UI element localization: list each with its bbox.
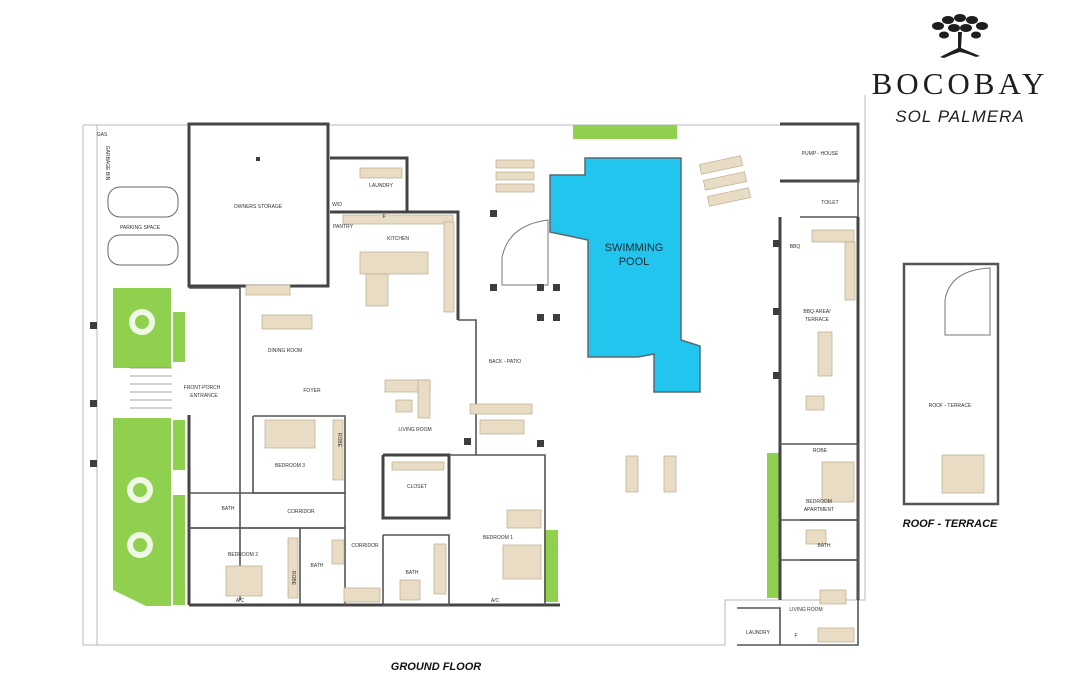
columns	[90, 157, 780, 467]
bedroom-1-label: BEDROOM 1	[483, 535, 513, 541]
bedroom-1-walls	[449, 454, 546, 605]
entrance-label: ENTRANCE	[190, 393, 218, 399]
parking-space-label: PARKING SPACE	[120, 225, 161, 231]
closet-label: CLOSET	[407, 484, 427, 490]
wd-label: W/D	[332, 202, 342, 208]
swimming-pool	[549, 157, 701, 393]
bedroom-3-label: BEDROOM 3	[275, 463, 305, 469]
site-boundary	[82, 95, 866, 646]
entry-steps	[130, 367, 172, 409]
corridor-1-label: CORRIDOR	[287, 509, 315, 515]
pool-label: POOL	[619, 256, 650, 268]
bath-2-label: BATH	[311, 563, 324, 569]
laundry-label: LAUNDRY	[369, 183, 393, 189]
gas-label: GAS	[97, 132, 108, 138]
tree-icon	[129, 309, 155, 335]
pantry-label: PANTRY	[333, 224, 353, 230]
pump-house-label: PUMP - HOUSE	[802, 151, 839, 157]
roof-terrace-room-label: ROOF - TERRACE	[929, 403, 972, 409]
fridge-label: F	[382, 214, 385, 220]
living-room-apt-walls	[780, 559, 859, 646]
back-patio-label: BACK - PATIO	[489, 359, 521, 365]
robe-3-label: ROBE	[336, 433, 342, 448]
tree-icon	[127, 477, 153, 503]
planter-front-2	[173, 420, 185, 470]
laundry-walls	[330, 156, 409, 212]
bbq-area-label: BBQ-AREA/	[803, 309, 831, 315]
planter-bedroom-1	[544, 530, 558, 602]
closet-walls	[381, 453, 451, 520]
planter-front-1	[173, 312, 185, 362]
dining-room-label: DINING ROOM	[268, 348, 302, 354]
living-room-apt-label: LIVING ROOM	[789, 607, 822, 613]
bedroom-2-label: BEDROOM 2	[228, 552, 258, 558]
bbq-label: BBQ	[790, 244, 801, 250]
planter-apartment	[767, 453, 779, 598]
bath-apt-label: BATH	[818, 543, 831, 549]
bath-1-walls	[382, 534, 450, 606]
bath-3-label: BATH	[222, 506, 235, 512]
front-porch-label: FRONT-PORCH	[184, 385, 221, 391]
swimming-label: SWIMMING	[605, 242, 664, 254]
living-room-label: LIVING ROOM	[398, 427, 431, 433]
roof-terrace-outline	[902, 262, 1000, 506]
roof-stair	[944, 267, 991, 336]
ac-1-label: A/C	[491, 598, 500, 604]
car-2	[107, 234, 179, 266]
roof-terrace-caption: ROOF - TERRACE	[903, 518, 998, 530]
planter-top	[573, 125, 677, 139]
laundry-apt-label: LAUNDRY	[746, 630, 770, 636]
back-patio-edge	[458, 319, 477, 455]
bath-1-label: BATH	[406, 570, 419, 576]
planter-front-3	[173, 495, 185, 605]
robe-2-label: ROBE	[290, 571, 296, 586]
terrace-label: TERRACE	[805, 317, 830, 323]
brand-name: BOCOBAY	[871, 66, 1049, 101]
ground-floor-caption: GROUND FLOOR	[391, 661, 481, 673]
bath-corridor-walls	[189, 492, 346, 529]
fridge-apt-label: F	[794, 633, 797, 639]
ac-2-label: A/C	[236, 598, 245, 604]
apartment-label: APARTMENT	[804, 507, 834, 513]
toilet-walls	[800, 180, 859, 218]
tree-icon	[127, 532, 153, 558]
furniture	[225, 155, 856, 643]
main-west-wall	[189, 287, 241, 600]
spiral-stair	[501, 219, 549, 286]
laundry-apartment-walls	[737, 607, 781, 646]
roof-sofa	[941, 454, 985, 494]
bath-2-walls	[300, 527, 346, 605]
brand-subtitle: SOL PALMERA	[895, 107, 1025, 126]
toilet-label: TOILET	[821, 200, 838, 206]
foyer-label: FOYER	[303, 388, 321, 394]
robe-apt-label: ROBE	[813, 448, 828, 454]
kitchen-walls	[330, 210, 460, 320]
corridor-2-label: CORRIDOR	[351, 543, 379, 549]
kitchen-label: KITCHEN	[387, 236, 409, 242]
bedroom-apt-label: BEDROOM	[806, 499, 832, 505]
tree-icon	[932, 14, 988, 58]
front-lawn-bottom	[113, 418, 171, 606]
owners-storage-label: OWNERS STORAGE	[234, 204, 283, 210]
car-1	[107, 186, 179, 218]
garbage-bin-label: GARBAGE BIN	[104, 146, 110, 181]
